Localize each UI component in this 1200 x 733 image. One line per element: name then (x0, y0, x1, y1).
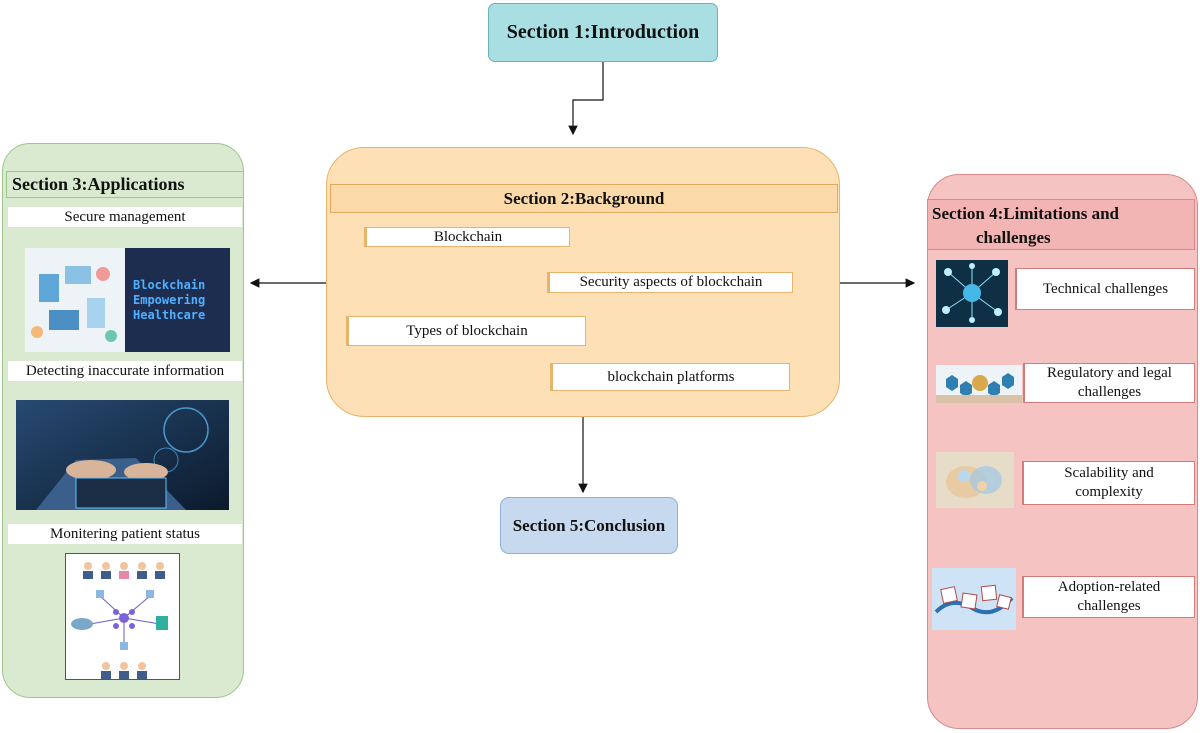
application-label-secure-management: Secure management (8, 207, 242, 227)
blockchain-healthcare-banner-image: Blockchain Empowering Healthcare (25, 248, 230, 352)
application-label-monitering-patient-status: Monitering patient status (8, 524, 242, 544)
limitation-adoption-related-label: Adoption-related challenges (1057, 579, 1161, 614)
application-label-detecting-inaccurate-information: Detecting inaccurate information (8, 361, 242, 381)
background-item-types: Types of blockchain (346, 316, 586, 346)
section-1-title: Section 1:Introduction (506, 21, 700, 43)
section-5-conclusion-box: Section 5:Conclusion (500, 497, 678, 554)
banner-text-line2: Empowering (133, 293, 206, 307)
background-item-security-aspects: Security aspects of blockchain (547, 272, 793, 293)
banner-text-line1: Blockchain (133, 278, 206, 292)
section-4-title-line1: Section 4:Limitations and (932, 204, 1120, 223)
limitation-scalability-complexity-label: Scalability and complexity (1064, 465, 1154, 500)
limitation-regulatory-legal-label: Regulatory and legal challenges (1047, 365, 1172, 400)
blurred-hands-image (936, 452, 1014, 508)
section-4-limitations-box (927, 174, 1198, 729)
section-4-title: Section 4:Limitations and challenges (927, 199, 1195, 250)
hexagon-icons-strip (936, 365, 1022, 403)
limitation-adoption-related: Adoption-related challenges (1022, 576, 1195, 618)
doctor-with-tablet-photo (16, 400, 229, 510)
section-1-introduction-box: Section 1:Introduction (488, 3, 718, 62)
section-2-title: Section 2:Background (330, 184, 838, 213)
limitation-technical-challenges: Technical challenges (1015, 268, 1195, 310)
limitation-scalability-complexity: Scalability and complexity (1022, 461, 1195, 505)
blocks-chain-image (932, 568, 1016, 630)
arrow-intro-to-background (568, 62, 604, 136)
patient-network-diagram (65, 553, 180, 680)
background-item-blockchain: Blockchain (364, 227, 570, 247)
section-4-title-line2: challenges (976, 228, 1051, 247)
network-node-icon (936, 260, 1008, 327)
section-3-title: Section 3:Applications (6, 171, 244, 198)
banner-text-line3: Healthcare (133, 308, 206, 322)
background-item-platforms: blockchain platforms (550, 363, 790, 391)
section-5-title: Section 5:Conclusion (512, 515, 666, 535)
limitation-regulatory-legal: Regulatory and legal challenges (1023, 363, 1195, 403)
